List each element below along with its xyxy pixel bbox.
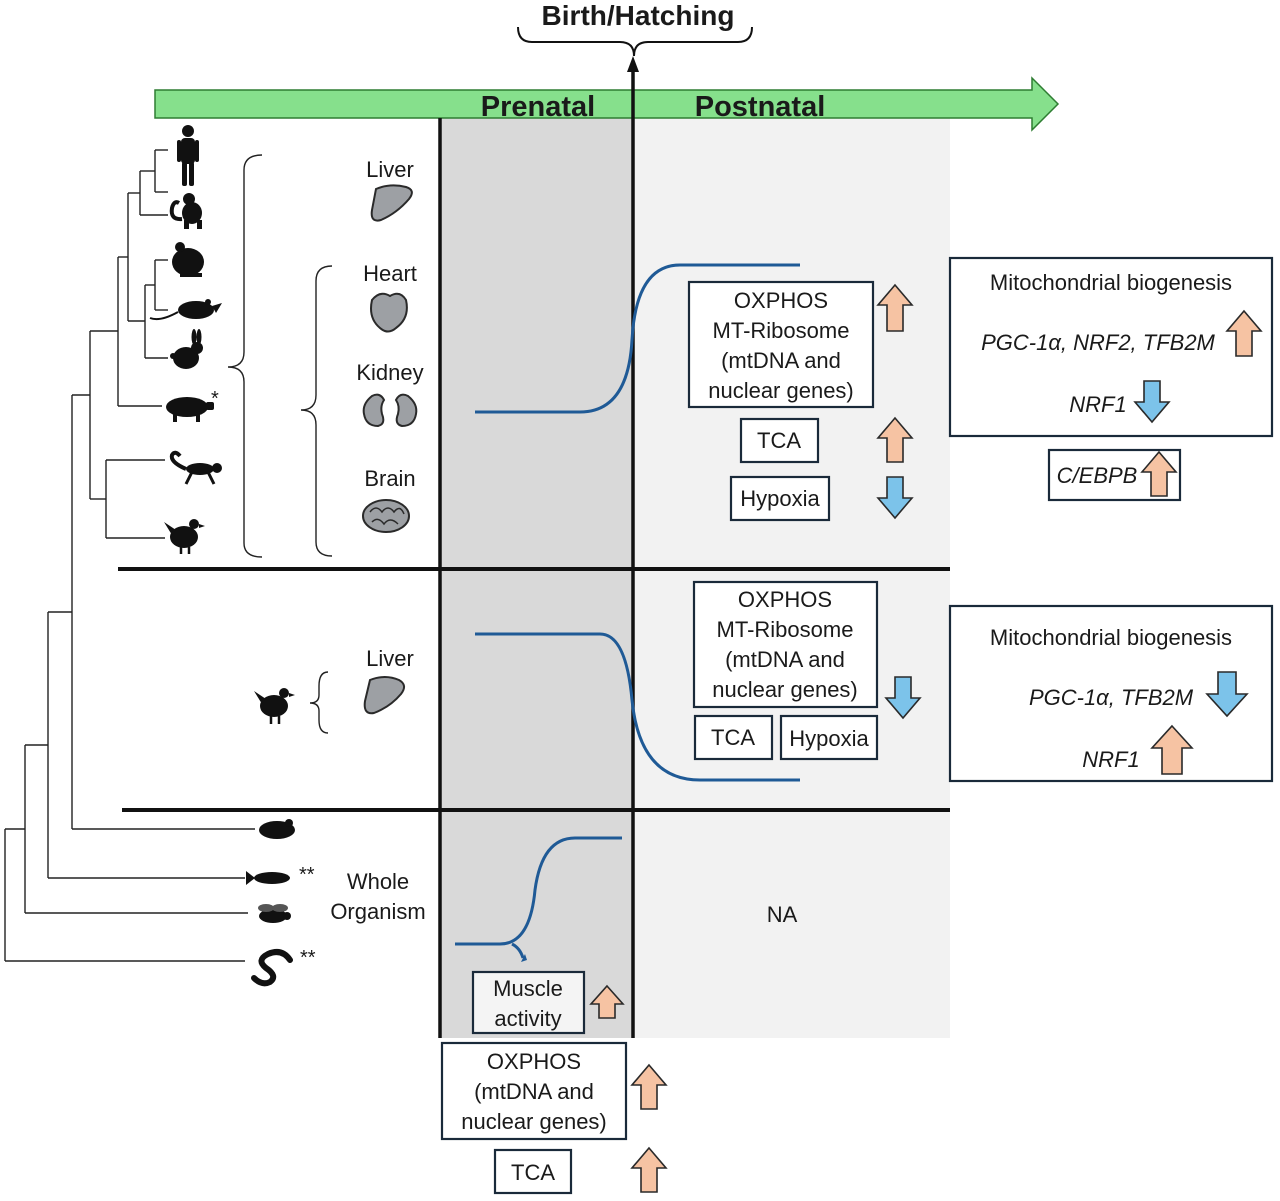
prenatal-panel <box>440 118 633 1038</box>
row1-expression-curve <box>475 263 800 414</box>
row1-oxphos-line2: MT-Ribosome <box>713 318 850 343</box>
row3-muscle-box <box>471 970 586 1035</box>
postnatal-label: Postnatal <box>695 91 826 123</box>
row3-oxphos-box <box>440 1041 628 1141</box>
row1-oxphos-box <box>687 280 875 409</box>
pig-marker: * <box>211 388 219 410</box>
worm-icon <box>251 949 293 987</box>
row1-cebpb-up-arrow <box>1140 450 1178 497</box>
birth-hatching-label: Birth/Hatching <box>542 0 735 31</box>
row3-oxphos-line3: nuclear genes) <box>461 1109 607 1134</box>
row1-mito-gene-down: NRF1 <box>1069 392 1126 417</box>
brain-label: Brain <box>364 466 415 491</box>
row1-tca-box <box>739 417 820 464</box>
row3-muscle-line2: activity <box>494 1006 561 1031</box>
row3-oxphos-line2: (mtDNA and <box>474 1079 594 1104</box>
row3-muscle-pointer <box>511 942 525 959</box>
row3-muscle-up-arrow <box>589 984 625 1019</box>
row3-tca-box <box>493 1148 573 1195</box>
row3-tca-label: TCA <box>511 1160 555 1185</box>
birth-line-arrowhead <box>627 56 639 72</box>
row2-hypoxia-label: Hypoxia <box>789 726 869 751</box>
liver-label: Liver <box>366 157 414 182</box>
row2-oxphos-box <box>692 580 879 709</box>
row1-hypoxia-label: Hypoxia <box>740 486 820 511</box>
row2-mito-gene-up-arrow <box>1150 724 1194 775</box>
row2-mito-title: Mitochondrial biogenesis <box>990 625 1232 650</box>
row2-mito-genes-down: PGC-1α, TFB2M <box>1029 685 1194 710</box>
row2-hypoxia-box <box>779 714 879 761</box>
kidney-label: Kidney <box>356 360 423 385</box>
heart-icon <box>370 292 408 333</box>
fly-icon <box>258 904 291 923</box>
group-brace-all-organs <box>227 154 263 558</box>
row1-mito-title: Mitochondrial biogenesis <box>990 270 1232 295</box>
row1-tca-up-arrow <box>876 416 914 463</box>
kidney-left-icon <box>362 393 386 428</box>
prenatal-label: Prenatal <box>481 91 595 123</box>
row1-hypoxia-box <box>729 475 831 522</box>
row2-tca-box <box>693 714 774 761</box>
row2-oxphos-line4: nuclear genes) <box>712 677 858 702</box>
row1-oxphos-up-arrow <box>876 283 914 332</box>
row1-mito-genes-up: PGC-1α, NRF2, TFB2M <box>981 330 1215 355</box>
row3-tca-up-arrow <box>630 1146 668 1193</box>
row2-mito-gene-up: NRF1 <box>1082 747 1139 772</box>
liver-icon <box>370 184 413 222</box>
chicken-row2-icon <box>254 688 295 724</box>
row3-na-label: NA <box>767 902 798 927</box>
chicken-liver-icon <box>363 676 405 715</box>
human-icon <box>177 125 199 186</box>
rat-icon <box>149 299 222 321</box>
row3-oxphos-up-arrow <box>630 1063 668 1110</box>
row1-oxphos-line1: OXPHOS <box>734 288 828 313</box>
chicken-liver-label: Liver <box>366 646 414 671</box>
hamster-icon <box>172 242 204 277</box>
chicken-icon <box>164 519 205 554</box>
lizard-icon <box>169 450 222 485</box>
birth-brace <box>517 26 753 57</box>
fish-marker: ** <box>299 864 315 886</box>
row2-oxphos-down-arrow <box>884 676 922 720</box>
row2-expression-curve <box>475 632 800 782</box>
row3-expression-curve <box>455 836 622 946</box>
row2-tca-label: TCA <box>711 725 755 750</box>
brain-icon <box>362 499 410 533</box>
row3-oxphos-line1: OXPHOS <box>487 1049 581 1074</box>
brain-folds <box>369 507 405 526</box>
row2-mito-genes-down-arrow <box>1205 671 1249 718</box>
kidney-right-icon <box>394 393 418 428</box>
row2-oxphos-line3: (mtDNA and <box>725 647 845 672</box>
row1-cebpb-label: C/EBPB <box>1057 463 1138 488</box>
whole-organism-label-2: Organism <box>330 899 425 924</box>
row1-tca-label: TCA <box>757 428 801 453</box>
row2-oxphos-line2: MT-Ribosome <box>717 617 854 642</box>
pig-icon <box>166 397 214 422</box>
heart-label: Heart <box>363 261 417 286</box>
row1-mito-gene-down-arrow <box>1133 380 1171 424</box>
row1-oxphos-line4: nuclear genes) <box>708 378 854 403</box>
timeline-arrow <box>154 76 1060 132</box>
phylogenetic-tree <box>4 149 255 962</box>
row1-mito-genes-up-arrow <box>1225 309 1263 357</box>
whole-organism-label-1: Whole <box>347 869 409 894</box>
fish-icon <box>246 871 290 885</box>
chicken-liver-brace <box>309 671 329 734</box>
row1-oxphos-line3: (mtDNA and <box>721 348 841 373</box>
row3-muscle-pointer-head <box>521 954 527 962</box>
frog-icon <box>259 819 295 839</box>
worm-marker: ** <box>300 947 316 969</box>
row2-oxphos-line1: OXPHOS <box>738 587 832 612</box>
monkey-icon <box>169 193 202 229</box>
row3-muscle-line1: Muscle <box>493 976 563 1001</box>
group-brace-heart-kidney-brain <box>300 265 333 557</box>
rabbit-icon <box>170 329 203 369</box>
row1-mito-box <box>948 256 1274 438</box>
postnatal-panel <box>633 118 950 1038</box>
row1-hypoxia-down-arrow <box>876 476 914 520</box>
